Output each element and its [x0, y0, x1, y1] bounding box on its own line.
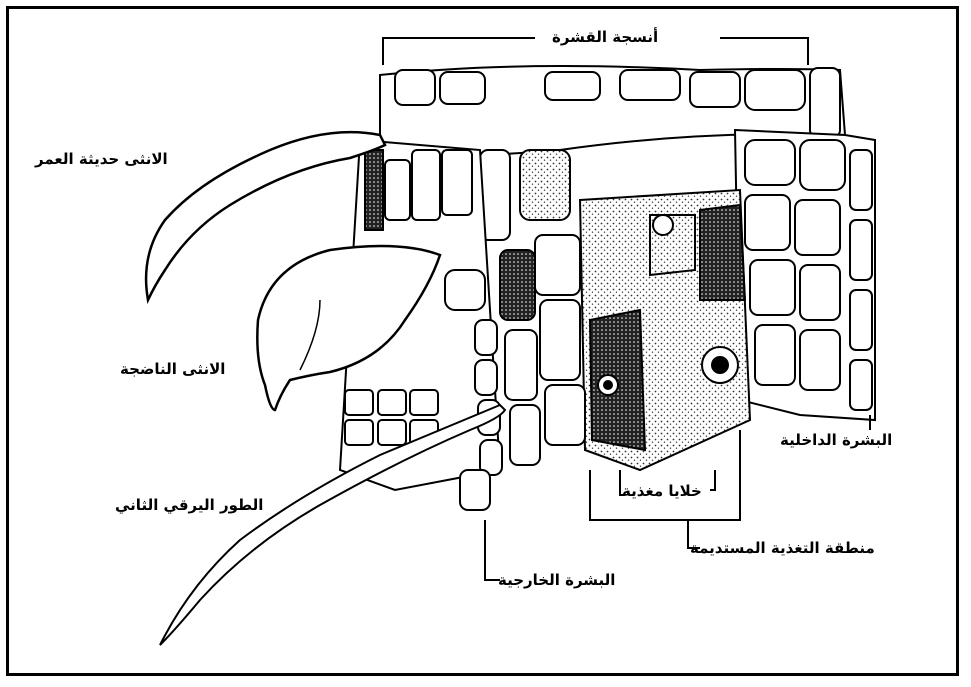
label-mature-female: الانثى الناضجة	[120, 360, 226, 378]
label-inner-epidermis: البشرة الداخلية	[780, 431, 893, 449]
mature-female-body	[256, 244, 442, 412]
label-young-female: الانثى حديثة العمر	[35, 150, 168, 168]
cortex-center-face	[479, 149, 586, 466]
label-permanent-feeding-zone: منطقة التغذية المستديمة	[690, 539, 875, 557]
label-outer-epidermis: البشرة الخارجية	[498, 571, 616, 589]
label-feeding-cells: خلايا مغذية	[622, 482, 702, 500]
cortex-right-face	[733, 128, 876, 422]
feeding-zone	[578, 188, 752, 472]
cortex-top-face	[379, 65, 847, 156]
label-peel-tissues: أنسجة القشرة	[552, 28, 659, 46]
second-stage-larva-body	[159, 403, 507, 646]
pointer-lines	[382, 37, 871, 581]
label-second-stage-larva: الطور اليرقي الثاني	[115, 496, 264, 514]
cortex-left-face	[338, 138, 503, 511]
young-female-body	[144, 130, 387, 305]
